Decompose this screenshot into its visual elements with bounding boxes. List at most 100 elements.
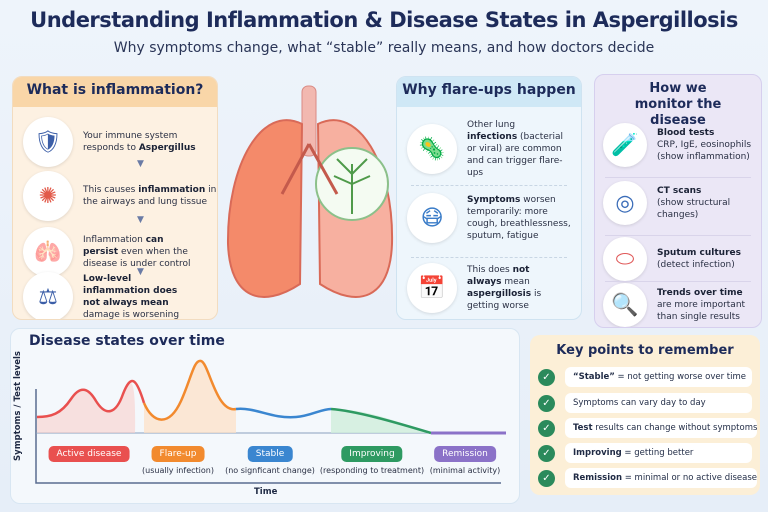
- y-axis-label: Symptoms / Test levels: [13, 351, 23, 461]
- text: = getting better: [621, 448, 694, 458]
- item-title: CT scans: [657, 186, 702, 196]
- active-disease-line: [36, 379, 146, 419]
- chevron-down-icon: ▼: [137, 267, 144, 277]
- monitoring-title: How we monitor the disease: [634, 81, 722, 128]
- text: Symptoms can vary day to day: [573, 398, 706, 408]
- text-bold: aspergillosis: [467, 289, 532, 299]
- text-bold: Aspergillus: [138, 143, 196, 153]
- state-stable: Stable: [247, 446, 293, 462]
- text: This does: [467, 265, 513, 275]
- monitor-item: ⬭ Sputum cultures (detect infection): [603, 237, 761, 281]
- text: worsen temporarily: more cough, breathle…: [467, 195, 571, 241]
- item-desc: (show structural changes): [657, 198, 731, 220]
- state-flare-up: Flare-up: [151, 446, 205, 462]
- blood-test-icon: 🧪: [603, 123, 647, 167]
- text: in the airways and lung tissue: [83, 185, 217, 207]
- text: Inflammation: [83, 235, 146, 245]
- page-subtitle: Why symptoms change, what “stable” reall…: [113, 40, 655, 56]
- text-bold: inflammation: [138, 185, 206, 195]
- flare-up-line: [142, 359, 237, 421]
- coughing-person-icon: 😷: [407, 193, 457, 243]
- monitor-item: ◎ CT scans (show structural changes): [603, 181, 761, 225]
- check-icon: ✓: [538, 394, 555, 412]
- key-point: ✓ Symptoms can vary day to day: [538, 393, 752, 413]
- text-bold: not always: [467, 265, 530, 287]
- text: is getting worse: [467, 289, 542, 311]
- divider: [605, 235, 751, 236]
- text: This causes: [83, 185, 139, 195]
- flare-ups-panel: Why flare-ups happen 🦠 Other lung infecti…: [396, 76, 582, 320]
- text-bold: Remission: [573, 473, 623, 483]
- inflammation-item: 🫁 Inflammation can persist even when the …: [23, 227, 217, 277]
- state-remission-note: (minimal activity): [429, 466, 501, 475]
- state-stable-note: (no signficant change): [225, 466, 315, 475]
- item-desc: (detect infection): [657, 260, 735, 270]
- improving-line: [330, 407, 432, 435]
- lungs-icon: 🫁: [23, 227, 73, 277]
- divider: [605, 281, 751, 282]
- inflammation-item: ⚖Low-level inflammation does not always …: [23, 272, 217, 320]
- key-point: ✓ Improving = getting better: [538, 443, 752, 463]
- key-points-panel: Key points to remember ✓ “Stable” = not g…: [530, 335, 760, 495]
- text: even when the disease is under control: [83, 247, 191, 269]
- text-bold: Test: [573, 423, 593, 433]
- check-icon: ✓: [538, 469, 555, 487]
- flare-item: 😷 Symptoms worsen temporarily: more cough…: [407, 193, 581, 243]
- flare-item: 🦠 Other lung infections (bacterial or vir…: [407, 119, 581, 179]
- chart-title: Disease states over time: [29, 333, 225, 349]
- inflammation-panel: What is inflammation? 🛡Your immune syste…: [12, 76, 218, 320]
- item-title: Sputum cultures: [657, 248, 741, 258]
- text-bold: Symptoms: [467, 195, 521, 205]
- text: results can change without symptoms: [592, 423, 758, 433]
- state-remission: Remission: [434, 446, 496, 462]
- state-improving-note: (responding to treatment): [319, 466, 425, 475]
- inflammation-item: 🛡Your immune system responds to Aspergil…: [23, 117, 217, 167]
- page-title: Understanding Inflammation & Disease Sta…: [30, 8, 738, 32]
- text: Your immune system responds to: [83, 131, 178, 153]
- divider: [411, 257, 567, 258]
- flare-ups-title: Why flare-ups happen: [397, 77, 581, 107]
- text: (bacterial or viral) are common and can …: [467, 132, 564, 178]
- inflammation-title: What is inflammation?: [13, 77, 217, 107]
- virus-icon: 🦠: [407, 124, 457, 174]
- text: damage is worsening: [83, 310, 180, 320]
- text-bold: Improving: [573, 448, 622, 458]
- report-magnifier-icon: 🔍: [603, 283, 647, 327]
- monitor-item: 🔍 Trends over time are more important than…: [603, 283, 761, 327]
- divider: [411, 185, 567, 186]
- state-flare-up-note: (usually infection): [142, 466, 214, 475]
- inflammation-item: ✺ This causes inflammation in the airways…: [23, 171, 217, 221]
- state-active-disease: Active disease: [48, 446, 130, 462]
- check-icon: ✓: [538, 444, 555, 462]
- item-title: Trends over time: [657, 288, 743, 298]
- disease-states-chart-panel: Disease states over time Symptoms / Test…: [10, 328, 520, 504]
- text: = not getting worse over time: [614, 372, 747, 382]
- text-bold: Low-level inflammation does not always m…: [83, 274, 178, 308]
- item-desc: CRP, IgE, eosinophils (show inflammation…: [657, 140, 752, 162]
- calendar-icon: 📅: [407, 263, 457, 313]
- ct-scanner-icon: ◎: [603, 181, 647, 225]
- state-improving: Improving: [341, 446, 403, 462]
- lungs-illustration: [226, 85, 394, 298]
- chevron-down-icon: ▼: [137, 215, 144, 225]
- divider: [605, 177, 751, 178]
- text: = minimal or no active disease: [622, 473, 757, 483]
- text: Other lung: [467, 120, 516, 130]
- key-point: ✓ “Stable” = not getting worse over time: [538, 367, 752, 387]
- item-title: Blood tests: [657, 128, 715, 138]
- check-icon: ✓: [538, 368, 555, 386]
- key-points-title: Key points to remember: [556, 343, 734, 358]
- text-bold: can persist: [83, 235, 164, 257]
- key-point: ✓ Test results can change without symptom…: [538, 418, 758, 438]
- item-desc: are more important than single results: [657, 300, 746, 322]
- text: mean: [501, 277, 530, 287]
- immune-cells-icon: ✺: [23, 171, 73, 221]
- x-axis-label: Time: [254, 487, 278, 497]
- check-icon: ✓: [538, 419, 555, 437]
- text-bold: infections: [467, 132, 518, 142]
- petri-dish-icon: ⬭: [603, 237, 647, 281]
- text-bold: “Stable”: [573, 372, 615, 382]
- flare-item: 📅 This does not always mean aspergillosis…: [407, 263, 581, 313]
